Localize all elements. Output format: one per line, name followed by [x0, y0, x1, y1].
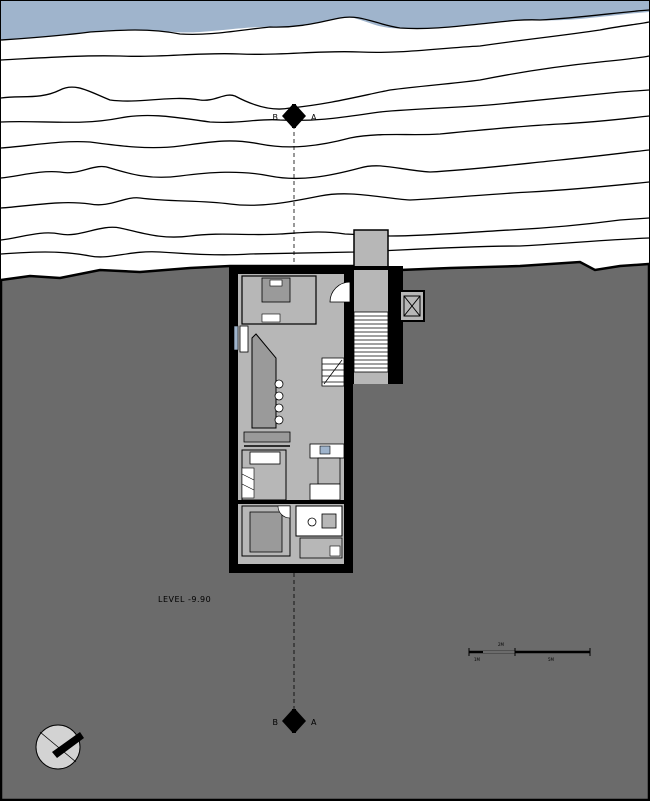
- contour-line-6: [0, 149, 650, 180]
- scale-bar-segment-light: [483, 651, 515, 653]
- side-cabinet: [239, 325, 249, 353]
- scale-label-top: 2M: [498, 642, 505, 647]
- lower-bed: [249, 511, 283, 553]
- scale-label-left: 1M: [474, 657, 481, 662]
- kitchen-sink: [319, 445, 331, 455]
- pillow: [269, 279, 283, 287]
- section-arrow-right-top: [296, 105, 306, 127]
- shaft-cross-2: [403, 295, 421, 317]
- section-label-a-top: A: [311, 113, 317, 122]
- lower-bedroom-door: [277, 505, 291, 519]
- shaft-inner: [403, 295, 421, 317]
- section-label-a-bottom: A: [311, 718, 317, 727]
- desk: [249, 451, 281, 465]
- contour-line-3: [0, 55, 650, 110]
- section-marker-bottom: B A: [273, 709, 317, 733]
- section-label-b-top: B: [273, 113, 279, 122]
- section-marker-stem-bottom: [292, 709, 296, 733]
- section-marker-top: B A: [273, 104, 317, 128]
- contour-line-7: [0, 181, 650, 209]
- section-marker-stem-top: [292, 104, 296, 128]
- level-label: LEVEL -9.90: [158, 595, 211, 604]
- terrain-contours: [0, 9, 650, 258]
- section-arrow-right-bottom: [296, 710, 306, 732]
- contour-line-9: [0, 237, 650, 258]
- kitchen-unit: [317, 457, 341, 485]
- washer: [329, 545, 341, 557]
- bedside-table: [261, 313, 281, 323]
- sky-area: [1, 1, 649, 40]
- bath-fixture: [321, 513, 337, 529]
- entry-door-swing: [329, 281, 351, 303]
- section-arrow-left-top: [282, 105, 292, 127]
- sofa: [251, 333, 277, 429]
- contour-line-5: [0, 115, 650, 149]
- scale-bar: 2M 1M 5M: [468, 642, 591, 662]
- cross-wall: [238, 500, 344, 504]
- section-arrow-left-bottom: [282, 710, 292, 732]
- toilet: [307, 517, 317, 527]
- scale-label-right: 5M: [548, 657, 555, 662]
- north-arrow-icon: [35, 724, 84, 770]
- section-label-b-bottom: B: [273, 718, 279, 727]
- wardrobe-hatching: [241, 467, 255, 499]
- entrance-tower-top: [353, 229, 389, 271]
- contour-line-8: [0, 217, 650, 241]
- contour-line-1: [0, 9, 650, 41]
- utility-cabinet: [309, 483, 341, 501]
- interior-stair: [321, 357, 345, 387]
- main-staircase: [353, 311, 389, 373]
- ceiling-light-markers: [258, 270, 326, 274]
- left-wall-window: [233, 325, 239, 351]
- living-wall-niche: [243, 431, 291, 443]
- contour-line-2: [0, 21, 650, 61]
- stools: [274, 379, 284, 425]
